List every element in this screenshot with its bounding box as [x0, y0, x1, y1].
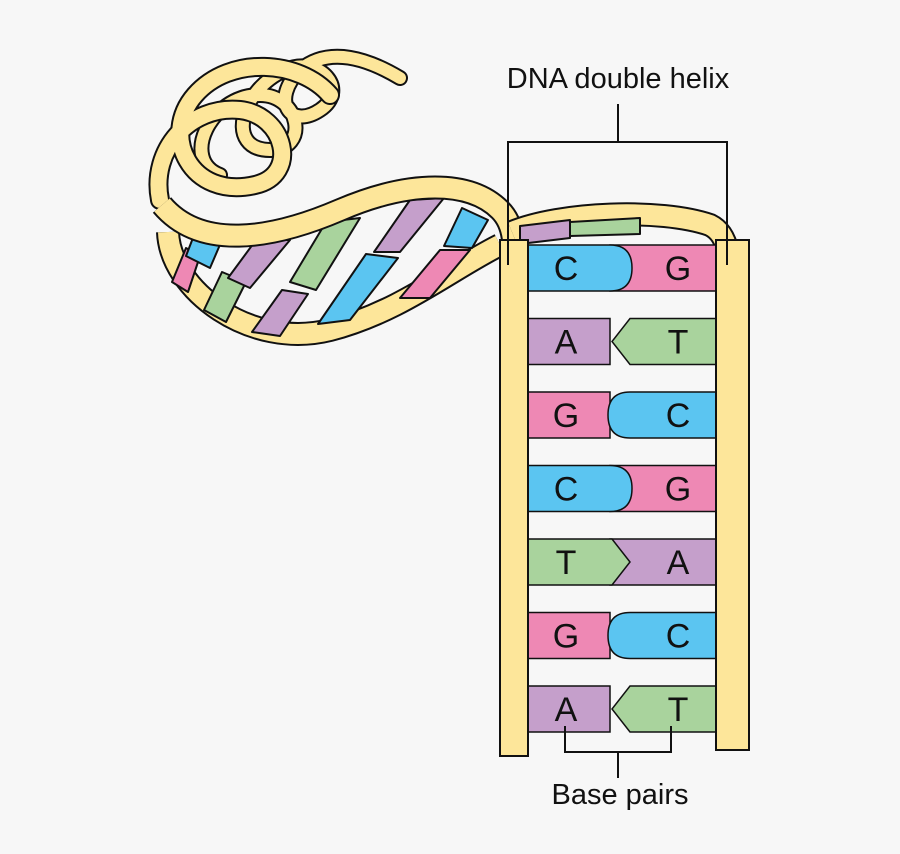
base-c-left: [527, 244, 633, 292]
helix-strand-upper: [154, 177, 524, 301]
base-letter-right: G: [665, 471, 691, 509]
base-letter-left: G: [553, 618, 579, 656]
dna-double-helix-label: DNA double helix: [507, 63, 730, 95]
base-c-left: [527, 464, 633, 513]
arch-base-green: [569, 217, 641, 237]
twist-base-blue-3: [443, 207, 489, 249]
twist-base-pink-2: [399, 249, 471, 299]
base-c-right: [607, 391, 717, 439]
base-letter-right: T: [668, 324, 689, 362]
base-letter-left: A: [555, 691, 578, 729]
twist-base-blue-2: [317, 253, 399, 325]
base-letter-right: C: [666, 618, 691, 656]
base-letter-left: C: [554, 471, 579, 509]
base-letter-left: A: [555, 324, 578, 362]
base-letter-right: A: [667, 544, 690, 582]
base-letter-left: G: [553, 397, 579, 435]
base-letter-right: G: [665, 250, 691, 288]
base-t-right: [611, 685, 717, 733]
base-t-right: [611, 317, 717, 366]
base-letter-left: T: [556, 544, 577, 582]
base-letter-right: C: [666, 397, 691, 435]
base-letter-left: C: [554, 250, 579, 288]
backbone-right: [715, 239, 750, 751]
base-c-right: [607, 611, 717, 660]
twist-base-purple-2: [251, 289, 309, 337]
arch-base-purple: [519, 219, 571, 245]
base-t-left: [527, 538, 631, 586]
base-pairs-label: Base pairs: [551, 779, 688, 811]
base-pairs-bracket: [564, 726, 672, 778]
helix-coil-outer-fill: [150, 58, 338, 208]
backbone-left: [499, 239, 529, 757]
twisted-helix: [148, 48, 742, 346]
helix-bracket: [507, 104, 728, 265]
base-letter-right: T: [668, 691, 689, 729]
